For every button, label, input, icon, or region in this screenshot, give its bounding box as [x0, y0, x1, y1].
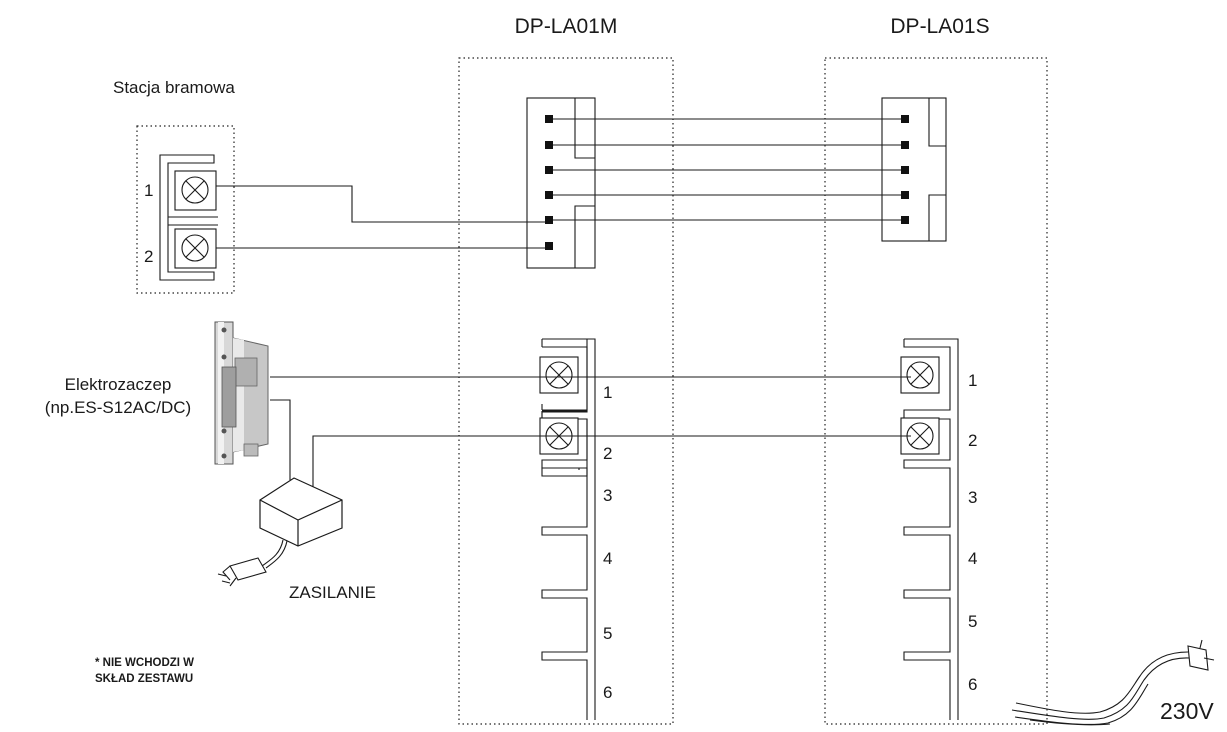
slave-terminal-6-number: 6 [968, 675, 977, 694]
lock-to-supply-wire [270, 399, 291, 480]
master-unit-title: DP-LA01M [515, 15, 618, 38]
master-connector [526, 97, 596, 269]
gate-station-terminal-block [159, 154, 218, 281]
lock-label-line-2: (np.ES-S12AC/DC) [45, 398, 191, 417]
footnote-line-1: * NIE WCHODZI W [95, 657, 194, 669]
master-terminal-5-number: 5 [603, 624, 612, 643]
master-terminal-3-number: 3 [603, 486, 612, 505]
slave-terminal-3-number: 3 [968, 488, 977, 507]
lock-label-line-1: Elektrozaczep [65, 375, 172, 394]
mains-voltage-label: 230V [1160, 698, 1214, 724]
mains-cable-icon [1011, 639, 1215, 726]
electric-strike-icon [214, 321, 269, 465]
gate-wire-1 [216, 185, 545, 223]
master-terminal-4-number: 4 [603, 549, 612, 568]
gate-station-outline [136, 125, 235, 294]
gate-terminal-1-number: 1 [144, 181, 153, 200]
supply-wire-terminal-2 [312, 435, 911, 490]
slave-terminal-4-number: 4 [968, 549, 977, 568]
slave-terminal-5-number: 5 [968, 612, 977, 631]
master-terminal-strip [539, 338, 596, 720]
slave-unit-outline [824, 57, 1048, 725]
power-supply-label: ZASILANIE [289, 583, 376, 602]
gate-terminal-2-number: 2 [144, 247, 153, 266]
slave-terminal-strip [900, 338, 959, 720]
slave-terminal-2-number: 2 [968, 431, 977, 450]
power-supply-icon [217, 477, 343, 587]
footnote-line-2: SKŁAD ZESTAWU [95, 673, 193, 685]
slave-terminal-1-number: 1 [968, 371, 977, 390]
gate-station-label: Stacja bramowa [113, 78, 235, 97]
bus-wires [553, 118, 901, 221]
master-terminal-1-number: 1 [603, 383, 612, 402]
master-terminal-6-number: 6 [603, 683, 612, 702]
slave-unit-title: DP-LA01S [890, 15, 989, 38]
master-terminal-2-number: 2 [603, 444, 612, 463]
master-unit-outline [458, 57, 674, 725]
